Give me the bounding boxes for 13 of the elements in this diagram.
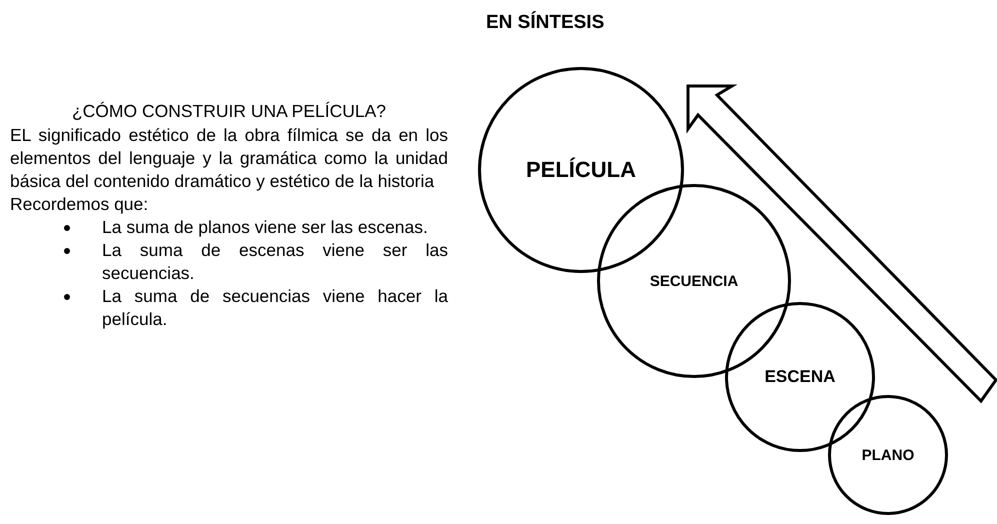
- heading: ¿CÓMO CONSTRUIR UNA PELÍCULA?: [70, 100, 388, 123]
- circle-label: SECUENCIA: [650, 272, 738, 290]
- paragraph: EL significado estético de la obra fílmica se da en los elementos del lenguaje y la gramática como la unidad básica del contenido dramático y estético de la historia: [10, 124, 448, 193]
- title: EN SÍNTESIS: [486, 12, 604, 34]
- circle-label: PLANO: [862, 446, 914, 464]
- bullet-item: La suma de escenas viene ser las secuencias.: [60, 239, 448, 285]
- circle-node: [828, 395, 948, 515]
- circle-label: PELÍCULA: [526, 157, 636, 183]
- bullet-item: La suma de secuencias viene hacer la película.: [60, 285, 448, 331]
- circle-label: ESCENA: [764, 367, 836, 387]
- paragraph: Recordemos que:: [10, 193, 150, 216]
- circle-node: [478, 67, 684, 273]
- bullet-item: La suma de planos viene ser las escenas.: [60, 216, 448, 239]
